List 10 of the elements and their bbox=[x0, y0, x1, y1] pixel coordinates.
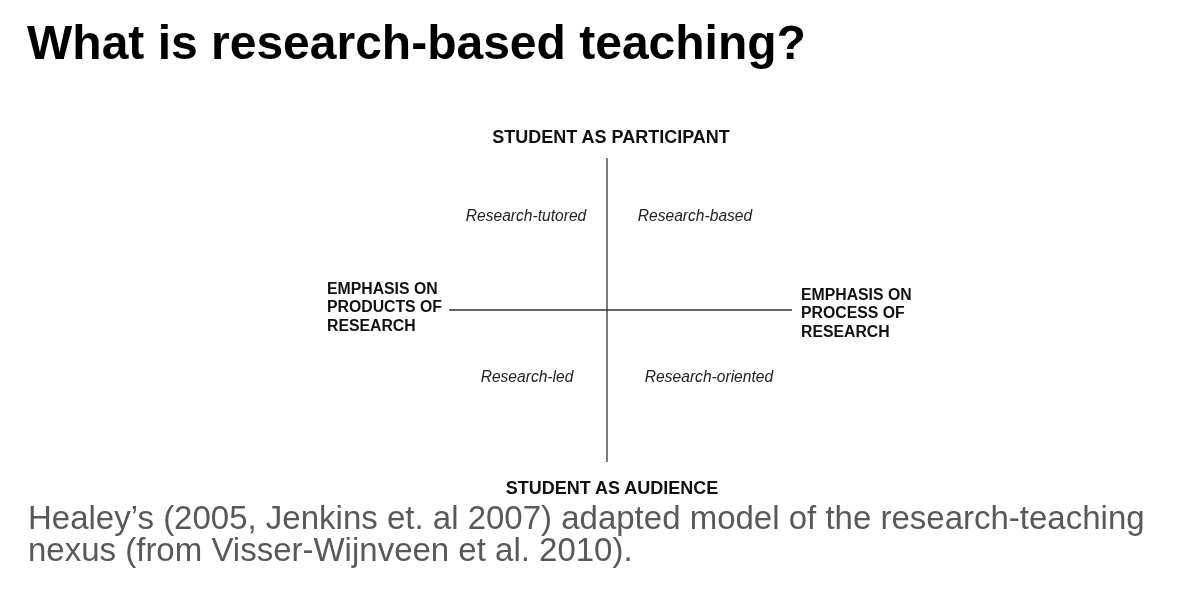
quadrant-label: Research-oriented bbox=[644, 367, 774, 387]
axis-label: STUDENT AS AUDIENCE bbox=[505, 477, 719, 499]
slide-title: What is research-based teaching? bbox=[27, 15, 806, 71]
quadrant-label: Research-tutored bbox=[465, 206, 587, 226]
axis-label: STUDENT AS PARTICIPANT bbox=[492, 126, 730, 148]
axis-label: EMPHASIS ON PROCESS OF RESEARCH bbox=[801, 285, 913, 341]
axis-label: EMPHASIS ON PRODUCTS OF RESEARCH bbox=[327, 279, 443, 335]
caption: Healey’s (2005, Jenkins et. al 2007) adapted model of the research-teaching nexus (from Visser-Wijnveen et al. 2010). bbox=[28, 502, 1146, 566]
quadrant-label: Research-based bbox=[637, 206, 753, 226]
quadrant-label: Research-led bbox=[480, 367, 574, 387]
